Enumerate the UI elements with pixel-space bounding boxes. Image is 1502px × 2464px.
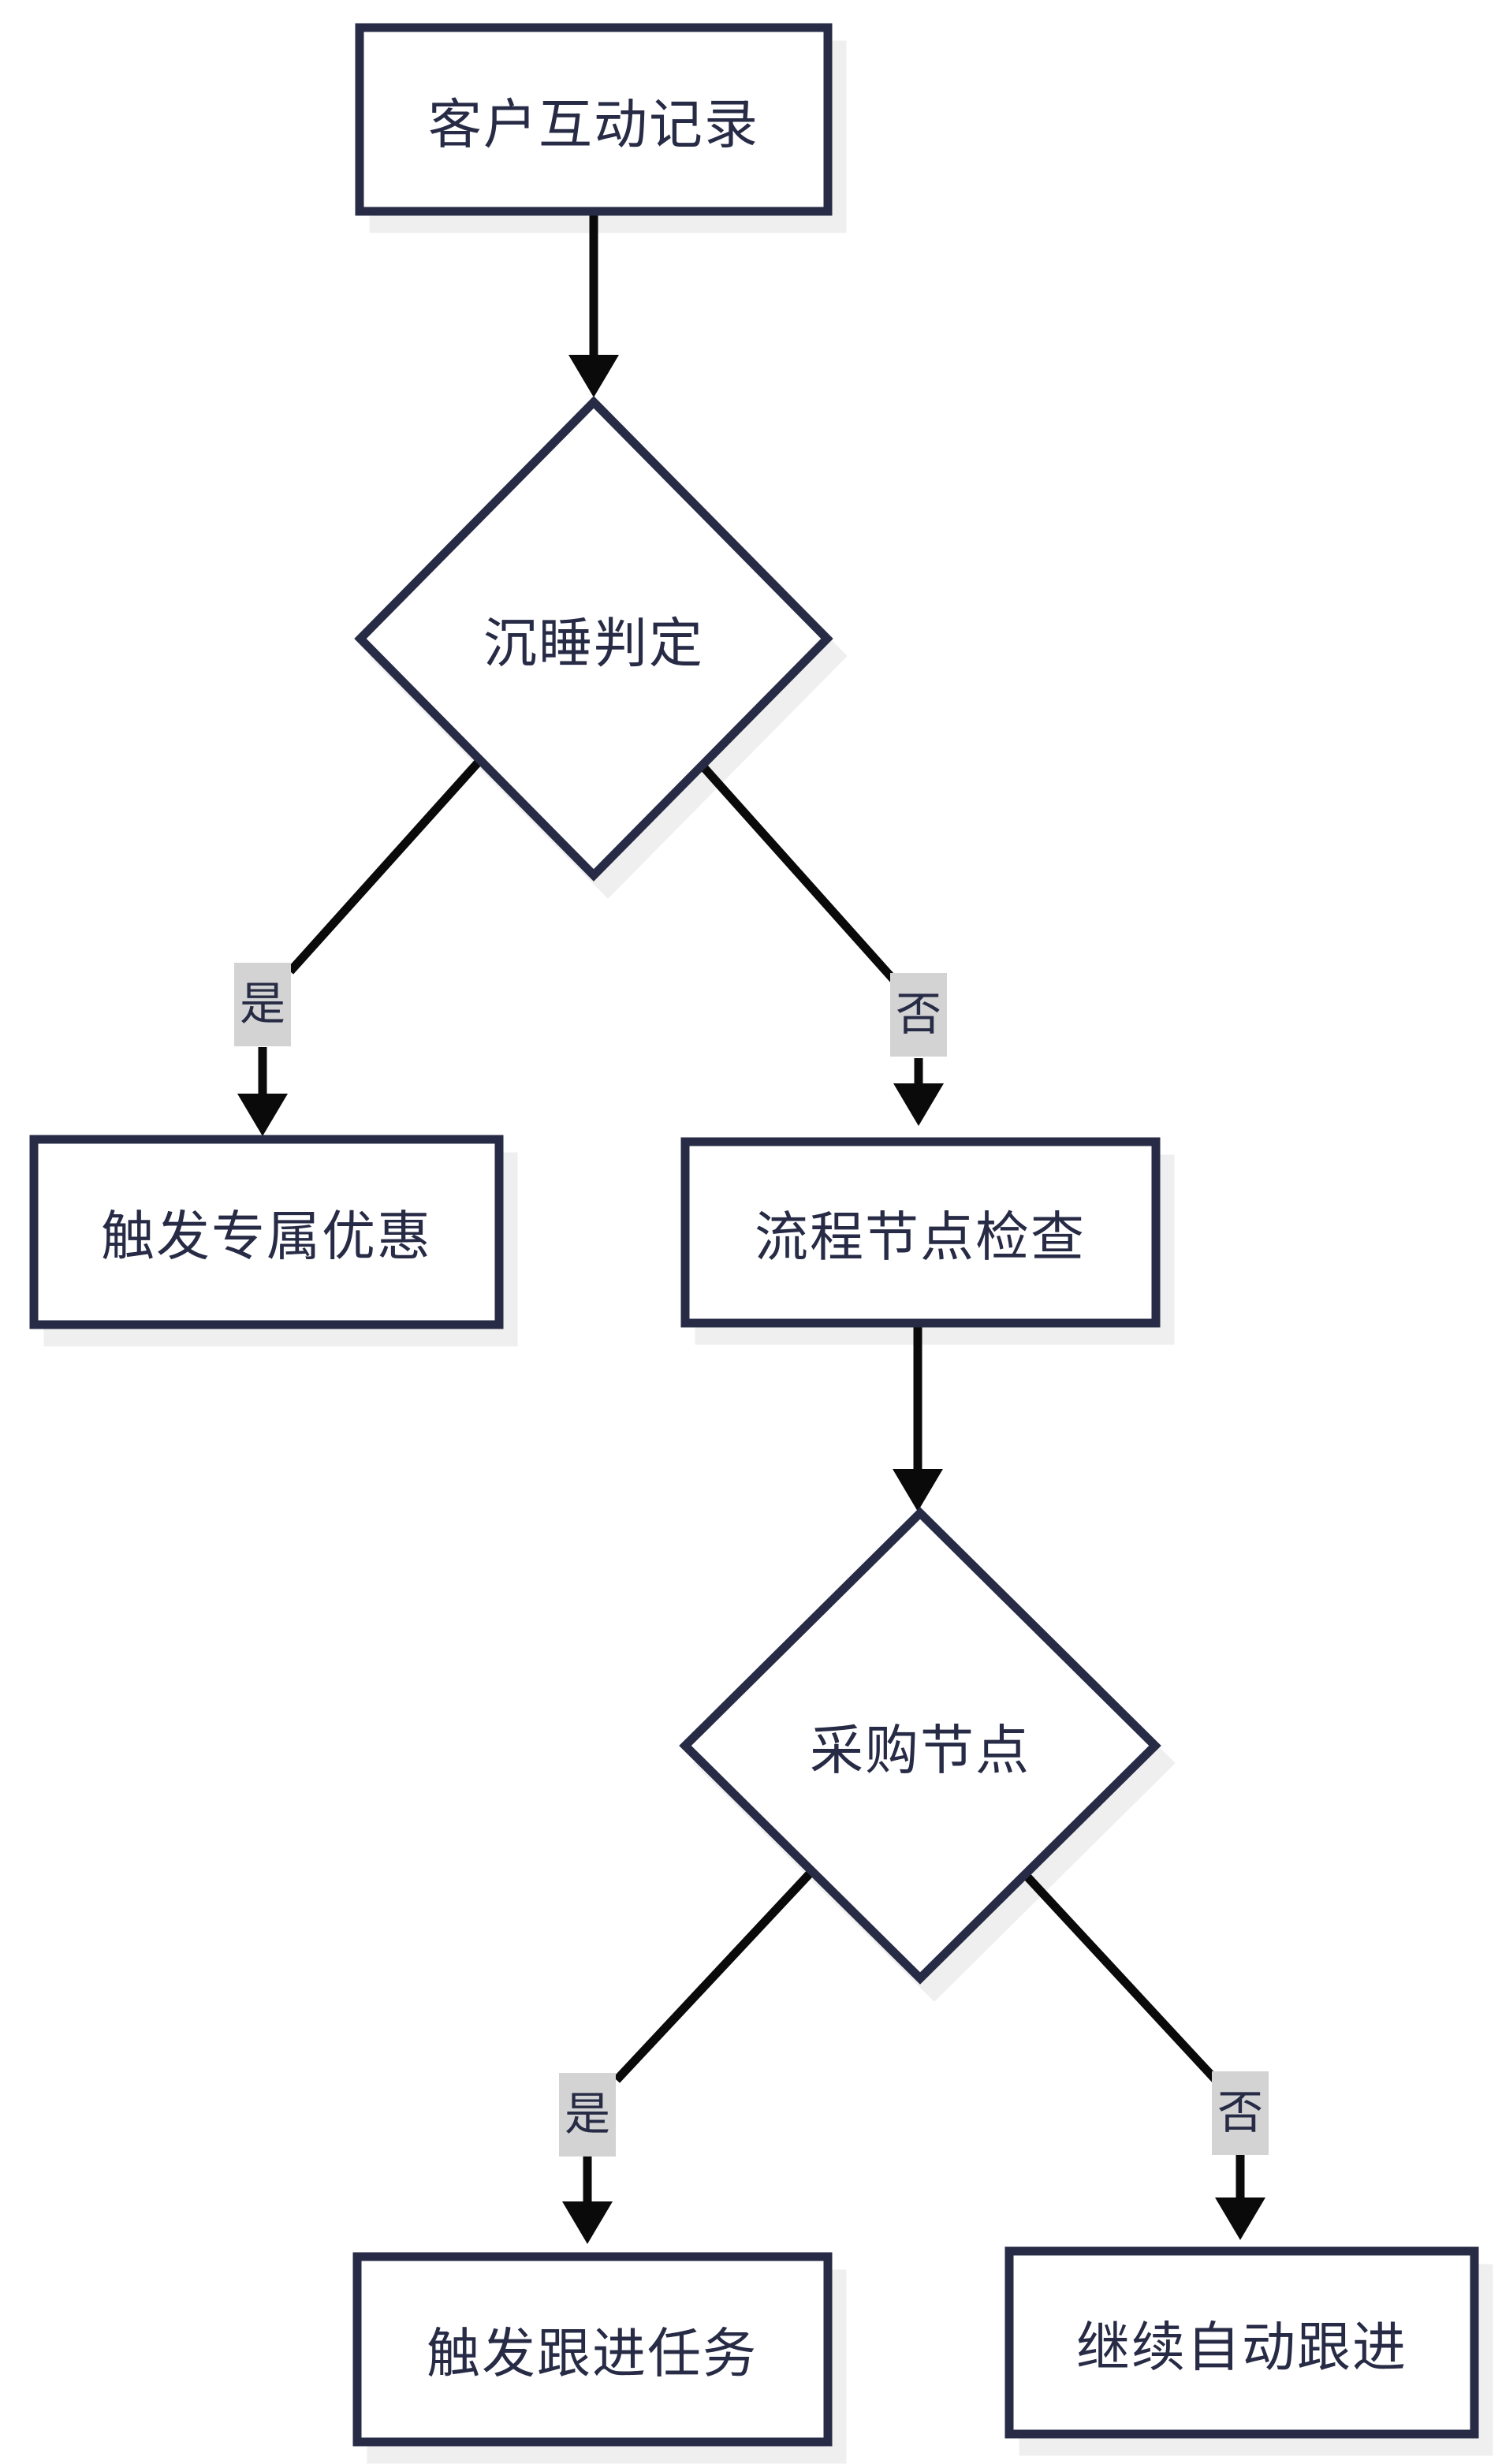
arrowhead-icon-into-auto-followup bbox=[1215, 2197, 1265, 2240]
node-diamond-dormancy-decision bbox=[354, 396, 833, 882]
node-label-procurement-node: 采购节点 bbox=[809, 1720, 1031, 1781]
node-box-trigger-followup-task bbox=[352, 2252, 833, 2447]
node-label-customer-interaction-log: 客户互动记录 bbox=[427, 95, 760, 155]
arrowhead-icon-into-procurement bbox=[893, 1469, 943, 1512]
arrowhead-icon-into-process-check bbox=[893, 1083, 944, 1126]
edge-line-procurement-to-yes-label bbox=[613, 1868, 816, 2083]
edge-line-dormancy-to-no-label bbox=[696, 760, 897, 982]
node-box-continue-auto-followup bbox=[1004, 2246, 1479, 2439]
arrowhead-icon-into-dormancy bbox=[568, 355, 619, 397]
edge-label-procurement-no: 否 bbox=[1211, 2071, 1269, 2155]
node-diamond-procurement-node bbox=[679, 1507, 1161, 1985]
node-box-process-node-check bbox=[680, 1137, 1161, 1328]
node-label-trigger-followup-task: 触发跟进任务 bbox=[426, 2324, 758, 2384]
edge-label-dormancy-yes: 是 bbox=[233, 963, 292, 1046]
node-box-trigger-exclusive-offer bbox=[29, 1135, 504, 1329]
node-label-continue-auto-followup: 继续自动跟进 bbox=[1075, 2317, 1408, 2378]
node-label-trigger-exclusive-offer: 触发专属优惠 bbox=[100, 1206, 433, 1267]
node-label-process-node-check: 流程节点检查 bbox=[754, 1207, 1086, 1268]
edge-line-procurement-to-no-label bbox=[1021, 1871, 1220, 2083]
edge-label-procurement-yes: 是 bbox=[558, 2073, 617, 2156]
node-box-customer-interaction-log bbox=[355, 23, 833, 216]
edge-line-dormancy-to-yes-label bbox=[286, 757, 484, 975]
edge-label-dormancy-no: 否 bbox=[889, 973, 948, 1057]
arrowhead-icon-into-exclusive-offer bbox=[237, 1094, 288, 1136]
node-label-dormancy-decision: 沉睡判定 bbox=[483, 613, 705, 674]
arrowhead-icon-into-followup-task bbox=[562, 2201, 613, 2244]
